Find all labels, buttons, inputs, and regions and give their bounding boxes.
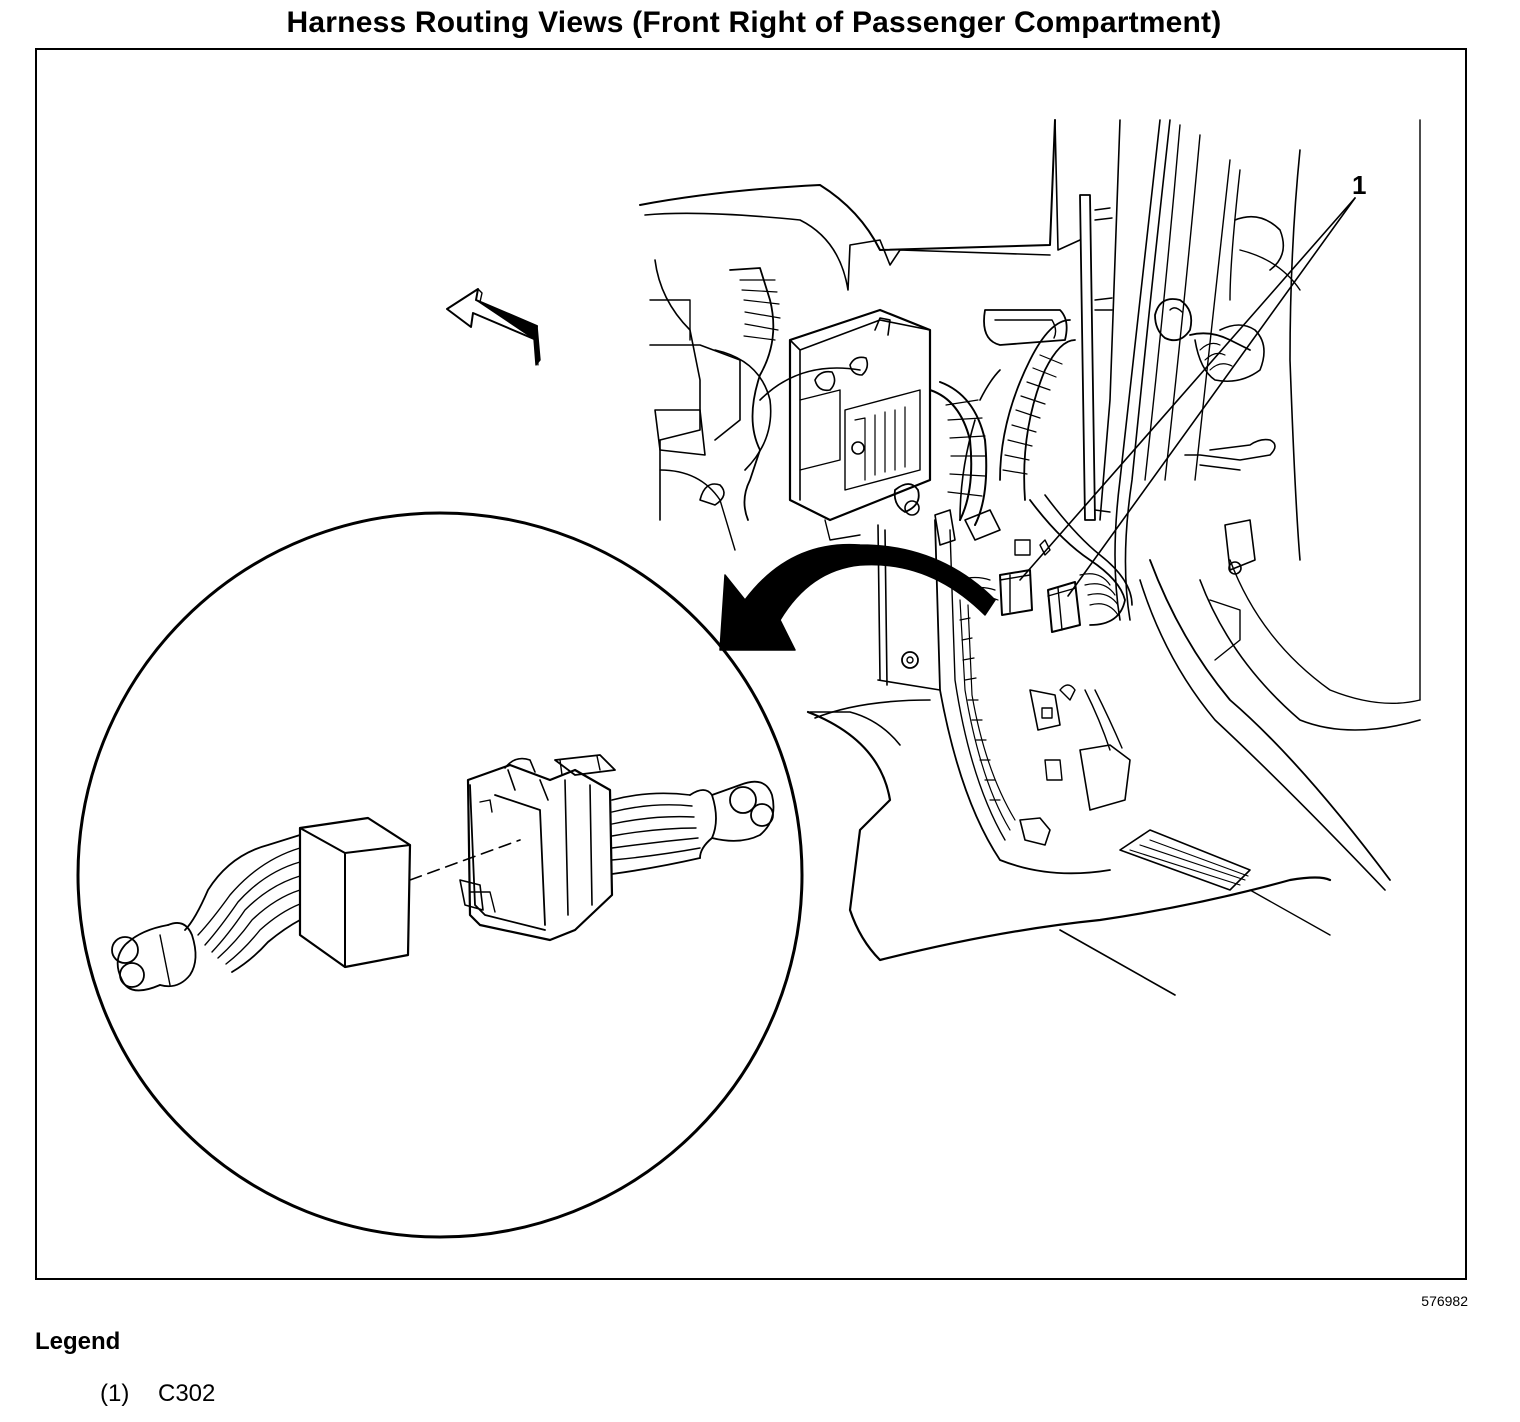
- legend-heading: Legend: [35, 1328, 121, 1355]
- magnified-detail-view: [76, 511, 804, 1239]
- legend-item-number: (1): [100, 1380, 130, 1407]
- callout-label-1: 1: [1352, 170, 1366, 200]
- alignment-dashed-line: [409, 839, 521, 881]
- diagram-title: Harness Routing Views (Front Right of Pa…: [286, 6, 1222, 39]
- figure-id: 576982: [1421, 1293, 1468, 1309]
- harness-routing-illustration: 1: [76, 119, 1421, 1239]
- c302-left-connector: [111, 816, 412, 992]
- diagram-frame: [35, 48, 1467, 1280]
- legend-item: (1) C302: [100, 1380, 215, 1408]
- legend-item-label: C302: [158, 1380, 216, 1407]
- legend-list: (1) C302: [100, 1380, 215, 1408]
- zoom-detail-arrow-icon: [719, 543, 996, 651]
- front-direction-arrow-icon: [446, 288, 541, 366]
- callout-1-leaders: [1019, 197, 1356, 597]
- vehicle-structure: [639, 119, 1421, 996]
- c302-right-connector: [459, 754, 775, 942]
